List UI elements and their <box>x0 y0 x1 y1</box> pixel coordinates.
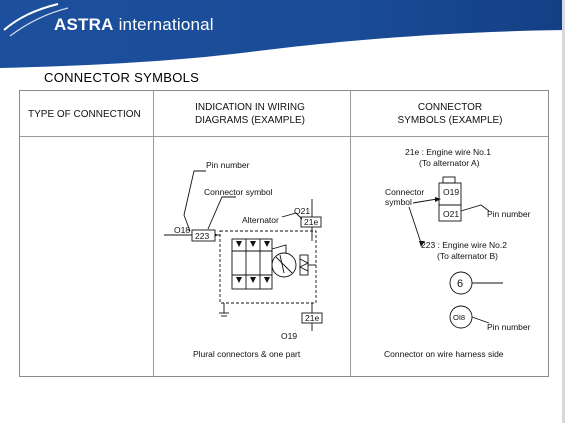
slide-title: CONNECTOR SYMBOLS <box>44 70 200 85</box>
window-edge <box>562 0 565 423</box>
header-connector-line1: CONNECTOR <box>417 102 483 113</box>
label-to-alternator-a: (To alternator A) <box>419 158 480 168</box>
label-o21: O21 <box>443 209 459 219</box>
swoosh-icon <box>3 3 59 31</box>
label-alternator: Alternator <box>242 215 279 225</box>
header-indication-line2: DIAGRAMS (EXAMPLE) <box>194 115 306 126</box>
connector-symbols-diagram: 21e : Engine wire No.1 (To alternator A)… <box>385 147 531 332</box>
label-pin-number: Pin number <box>206 160 250 170</box>
header-indication: INDICATION IN WIRING DIAGRAMS (EXAMPLE) <box>170 101 330 127</box>
label-21e-bottom: 21e <box>305 313 319 323</box>
label-connector: Connector <box>385 187 424 197</box>
label-o19: O19 <box>443 187 459 197</box>
wiring-diagram: Pin number Connector symbol Alternator O… <box>164 160 323 341</box>
header-type-of-connection: TYPE OF CONNECTION <box>28 109 141 120</box>
label-symbol: symbol <box>385 197 412 207</box>
header-indication-line1: INDICATION IN WIRING <box>195 102 305 113</box>
swoosh-icon <box>9 7 69 37</box>
label-21e-top: 21e <box>304 217 318 227</box>
label-six: 6 <box>457 278 463 290</box>
connector-table: TYPE OF CONNECTION INDICATION IN WIRING … <box>19 90 549 377</box>
label-o18: O18 <box>174 225 190 235</box>
label-engine-wire-1: 21e : Engine wire No.1 <box>405 147 491 157</box>
label-o19: O19 <box>281 331 297 341</box>
caption-wire-harness: Connector on wire harness side <box>384 349 504 359</box>
label-pin-number-2: Pin number <box>487 322 531 332</box>
caption-plural-connectors: Plural connectors & one part <box>193 349 301 359</box>
column-divider <box>153 91 154 376</box>
label-o21: O21 <box>294 206 310 216</box>
label-connector-symbol: Connector symbol <box>204 187 273 197</box>
banner-background <box>0 0 565 68</box>
label-engine-wire-2: 223 : Engine wire No.2 <box>421 240 507 250</box>
brand-name-bold: ASTRA <box>54 15 114 34</box>
header-connector-symbols: CONNECTOR SYMBOLS (EXAMPLE) <box>370 101 530 127</box>
label-223: 223 <box>195 231 209 241</box>
label-pin-number-1: Pin number <box>487 209 531 219</box>
header-divider <box>20 136 548 137</box>
column-divider <box>350 91 351 376</box>
label-to-alternator-b: (To alternator B) <box>437 251 498 261</box>
label-o18: OI8 <box>453 313 465 322</box>
brand-name-light: international <box>118 15 214 34</box>
header-connector-line2: SYMBOLS (EXAMPLE) <box>397 115 503 126</box>
